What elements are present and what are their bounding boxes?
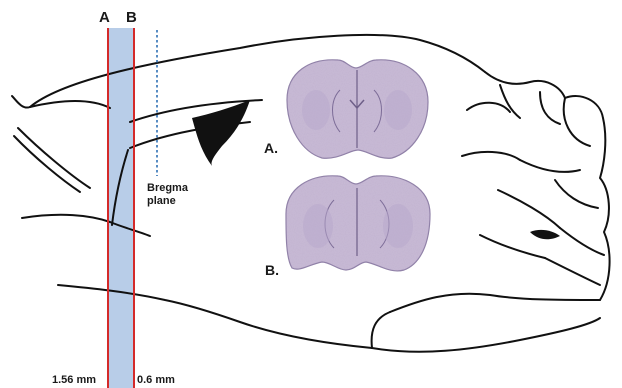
coronal-section-b (282, 172, 432, 278)
coronal-section-a (282, 60, 430, 166)
plane-b-label: B (126, 9, 137, 26)
lateral-ventricle (192, 100, 250, 166)
bregma-label: Bregma plane (147, 182, 188, 208)
plane-a-distance: 1.56 mm (52, 374, 96, 386)
section-b-label: B. (265, 262, 279, 278)
plane-a-label: A (99, 9, 110, 26)
fourth-ventricle (530, 230, 560, 239)
section-band (108, 28, 134, 388)
section-a-label: A. (264, 140, 278, 156)
bregma-label-line2: plane (147, 195, 188, 208)
bregma-label-line1: Bregma (147, 182, 188, 195)
plane-b-distance: 0.6 mm (137, 374, 175, 386)
